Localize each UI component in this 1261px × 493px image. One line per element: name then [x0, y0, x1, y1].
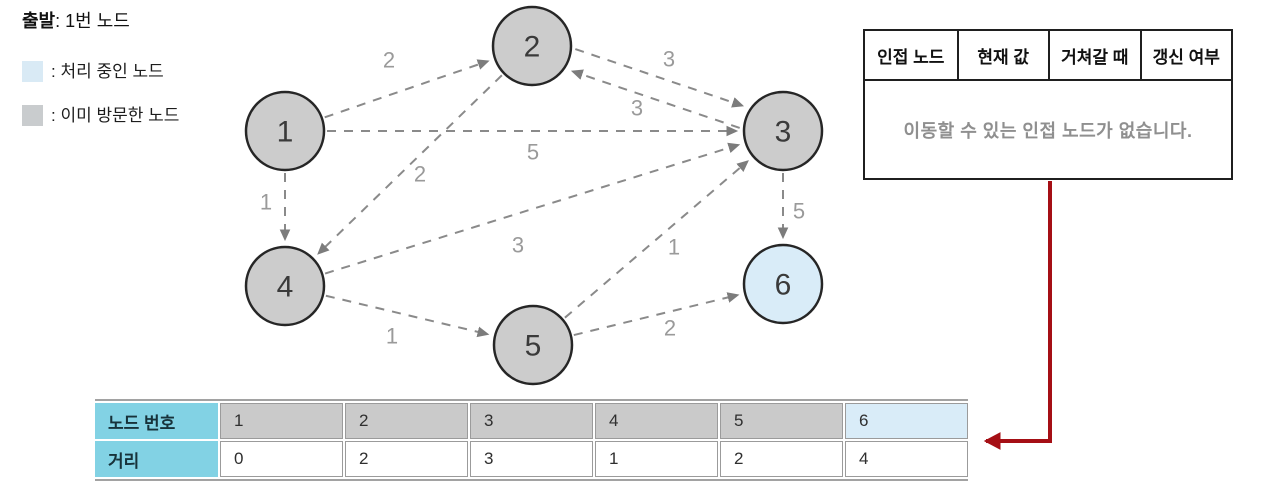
distance-table-row-header-distance: 거리 [95, 441, 218, 477]
distance-table-row-header-node-number: 노드 번호 [95, 403, 218, 439]
node-number-cell-5: 5 [720, 403, 843, 439]
start-node-label-rest: : 1번 노드 [55, 11, 130, 31]
edge-weight-label-4-3: 3 [512, 233, 524, 258]
graph-edge-4-3 [324, 142, 741, 275]
graph-node-2-visited [491, 5, 573, 87]
edge-weight-label-2-3: 3 [663, 47, 675, 72]
graph-node-label-3: 3 [775, 116, 792, 149]
edge-weight-label-1-4: 1 [260, 190, 272, 215]
graph-nodes: 1 2 3 4 5 6 [244, 5, 824, 386]
legend: 출발: 1번 노드 : 처리 중인 노드 : 이미 방문한 노드 [22, 10, 179, 126]
distance-cell-node-5: 2 [720, 441, 843, 477]
graph-node-6-processing [742, 243, 824, 325]
legend-item-processing-label: : 처리 중인 노드 [51, 62, 164, 81]
node-number-cell-1: 1 [220, 403, 343, 439]
node-number-cell-2: 2 [345, 403, 468, 439]
graph-node-4-visited [244, 245, 326, 327]
start-node-label-bold: 출발 [22, 11, 56, 31]
edge-weight-label-4-5: 1 [386, 324, 398, 349]
legend-item-visited: : 이미 방문한 노드 [22, 105, 179, 126]
distance-cell-node-4: 1 [595, 441, 718, 477]
graph-node-label-6: 6 [775, 269, 792, 302]
graph-edge-2-3 [574, 48, 745, 108]
panel-to-table-arrow [983, 181, 1052, 450]
legend-item-visited-label: : 이미 방문한 노드 [51, 106, 180, 125]
distance-cell-node-1: 0 [220, 441, 343, 477]
edge-weight-label-1-2: 2 [383, 48, 395, 73]
adjacent-node-panel: 인접 노드 현재 값 거쳐갈 때 갱신 여부 이동할 수 있는 인접 노드가 없… [863, 29, 1233, 180]
distance-cell-node-3: 3 [470, 441, 593, 477]
distance-cell-node-2: 2 [345, 441, 468, 477]
graph-edge-2-4 [317, 74, 503, 255]
edge-weight-label-5-3: 1 [668, 235, 680, 260]
graph-edge-5-6 [573, 292, 740, 337]
graph-node-label-5: 5 [525, 330, 542, 363]
result-connector-arrow [983, 181, 1052, 450]
adjacent-node-panel-header: 인접 노드 현재 값 거쳐갈 때 갱신 여부 [865, 31, 1231, 81]
node-number-cell-3: 3 [470, 403, 593, 439]
graph-edge-4-5 [325, 294, 490, 338]
node-number-cell-4: 4 [595, 403, 718, 439]
edge-weight-label-3-6: 5 [793, 199, 805, 224]
visited-node-swatch [22, 105, 43, 126]
edge-weight-label-2-4: 2 [414, 162, 426, 187]
node-number-cell-6-highlighted: 6 [845, 403, 968, 439]
graph-node-label-1: 1 [277, 116, 294, 149]
edge-weight-label-3-2: 3 [631, 96, 643, 121]
column-header-via-node: 거쳐갈 때 [1048, 31, 1140, 79]
graph-node-label-2: 2 [524, 31, 541, 64]
edge-weight-label-5-6: 2 [664, 316, 676, 341]
graph-node-1-visited [244, 90, 326, 172]
adjacent-node-panel-message: 이동할 수 있는 인접 노드가 없습니다. [903, 120, 1193, 141]
start-node-label: 출발: 1번 노드 [22, 10, 179, 32]
graph-edge-5-3 [564, 160, 749, 319]
graph-node-5-visited [492, 304, 574, 386]
distance-cell-node-6: 4 [845, 441, 968, 477]
column-header-adjacent-node: 인접 노드 [877, 47, 945, 67]
graph-edge-3-2 [570, 69, 741, 129]
graph-node-3-visited [742, 90, 824, 172]
edge-weight-label-1-3: 5 [527, 140, 539, 165]
column-header-current-value: 현재 값 [956, 31, 1049, 79]
graph-edge-1-2 [324, 59, 490, 119]
graph-node-label-4: 4 [277, 271, 294, 304]
processing-node-swatch [22, 61, 43, 82]
column-header-update-status: 갱신 여부 [1139, 31, 1232, 79]
legend-item-processing: : 처리 중인 노드 [22, 61, 179, 82]
